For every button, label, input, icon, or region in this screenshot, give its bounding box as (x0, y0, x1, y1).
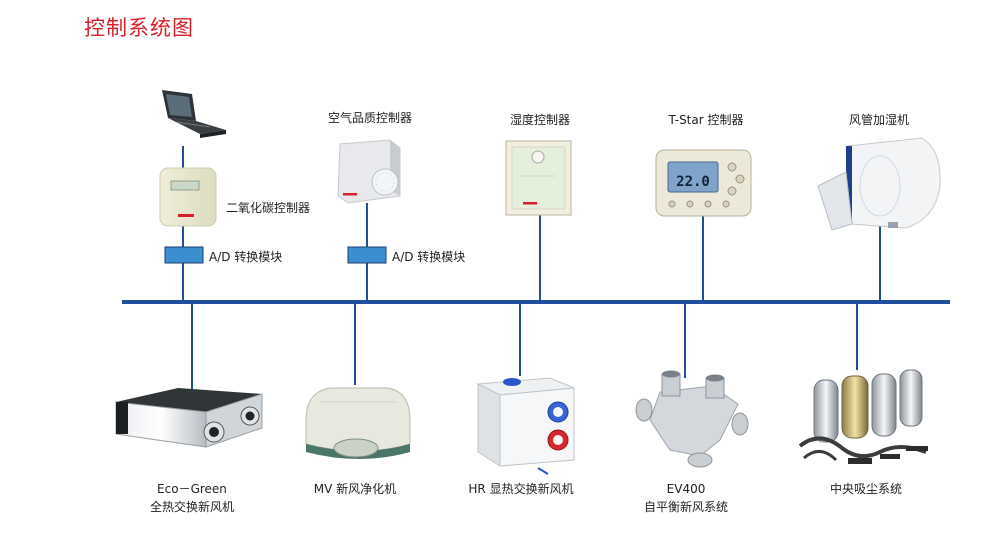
eco-green-label-line2: 全热交换新风机 (149, 500, 235, 514)
ev400-label-line2: 自平衡新风系统 (643, 500, 729, 514)
air-quality-controller-label: 空气品质控制器 (327, 111, 413, 125)
hr-ventilator-icon (476, 377, 575, 475)
hr-ventilator-label: HR 显热交换新风机 (468, 480, 573, 498)
ad-module-1-label: A/D 转换模块 (209, 250, 283, 264)
page-title: 控制系统图 (84, 16, 194, 40)
air-quality-controller-icon (337, 139, 401, 204)
co2-controller-label: 二氧化碳控制器 (226, 201, 311, 215)
ev400-label-line1: EV400 (666, 482, 706, 496)
bus-line (122, 300, 950, 304)
mv-purifier-icon (305, 387, 411, 459)
ad-module-2 (347, 246, 387, 264)
duct-humidifier-icon (817, 137, 941, 231)
central-vacuum-label-line1: 中央吸尘系统 (829, 482, 903, 496)
humidity-controller-icon (505, 140, 572, 216)
eco-green-label-line1: Eco－Green (157, 482, 227, 496)
mv-purifier-label: MV 新风净化机 (314, 480, 396, 498)
laptop-icon (162, 90, 226, 138)
hr-ventilator-label-line1: HR 显热交换新风机 (468, 482, 574, 496)
humidity-controller-label: 湿度控制器 (509, 113, 571, 127)
co2-controller-icon (159, 167, 217, 227)
eco-green-ventilator-icon (115, 388, 263, 448)
thermostat-icon: 22.0 (655, 149, 752, 217)
ev400-icon (635, 370, 749, 468)
mv-purifier-label-line1: MV 新风净化机 (313, 482, 397, 496)
ad-module-2-label: A/D 转换模块 (392, 250, 466, 264)
duct-humidifier-label: 风管加湿机 (848, 113, 910, 127)
svg-text:22.0: 22.0 (676, 174, 710, 190)
tstar-controller-label: T-Star 控制器 (668, 113, 744, 127)
central-vacuum-label: 中央吸尘系统 (830, 480, 902, 498)
central-vacuum-icon (798, 369, 928, 464)
ev400-label: EV400 自平衡新风系统 (644, 480, 728, 516)
eco-green-label: Eco－Green 全热交换新风机 (150, 480, 234, 516)
ad-module-1 (164, 246, 204, 264)
